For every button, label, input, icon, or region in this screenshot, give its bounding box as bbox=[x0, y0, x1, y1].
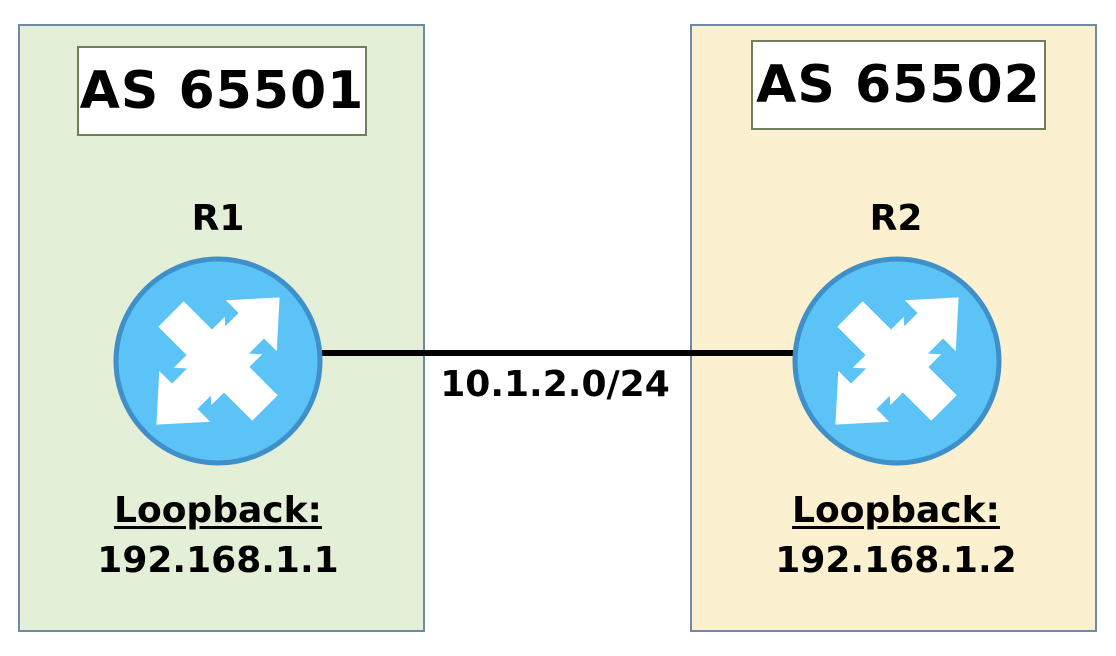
as-label: AS 65501 bbox=[77, 46, 367, 136]
loopback-ip-r1: 192.168.1.1 bbox=[97, 540, 339, 581]
router-name-r1: R1 bbox=[191, 198, 245, 239]
loopback-label-r1: Loopback: bbox=[114, 490, 322, 531]
link-line bbox=[322, 350, 795, 356]
loopback-ip-r2: 192.168.1.2 bbox=[775, 540, 1017, 581]
as-65501-zone: AS 65501 bbox=[18, 24, 425, 632]
router-icon bbox=[113, 256, 323, 466]
router-name-r2: R2 bbox=[869, 198, 923, 239]
as-label: AS 65502 bbox=[751, 40, 1046, 130]
loopback-label-r2: Loopback: bbox=[792, 490, 1000, 531]
link-subnet-label: 10.1.2.0/24 bbox=[440, 364, 670, 405]
router-icon bbox=[792, 256, 1002, 466]
